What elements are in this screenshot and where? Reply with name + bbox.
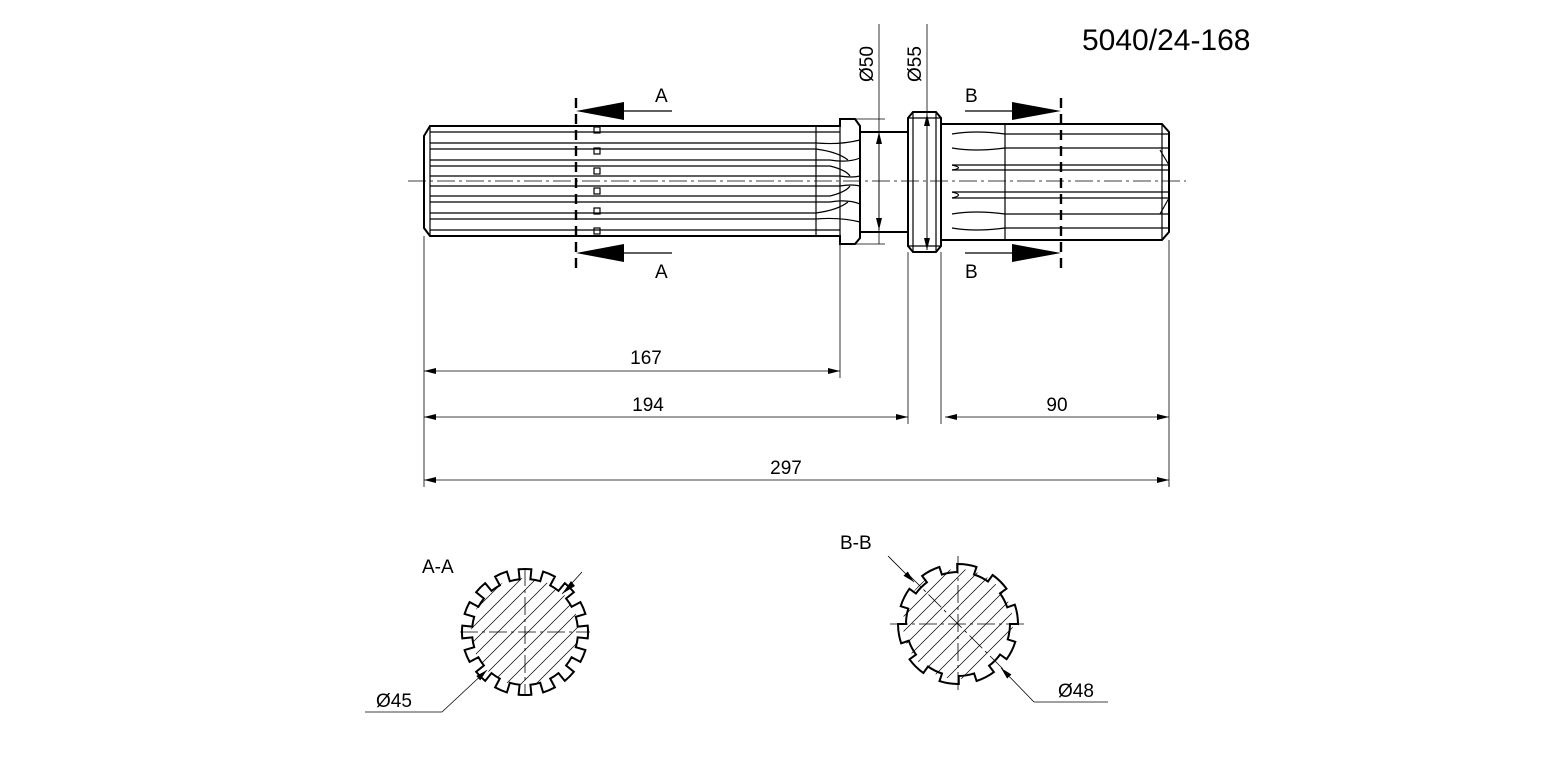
diameter-label-55: Ø55 [905, 46, 926, 82]
diameter-symbol: Ø [376, 691, 391, 712]
diameter-value-48: 48 [1073, 681, 1094, 702]
section-label-a-top: A [655, 86, 668, 107]
diameter-symbol: Ø [857, 67, 878, 82]
diameter-value-45: 45 [391, 691, 412, 712]
diameter-symbol: Ø [1058, 681, 1073, 702]
dimension-90: 90 [1046, 395, 1067, 416]
section-view-b-b: B-B Ø48 [840, 533, 1108, 703]
section-label-b-bottom: B [965, 262, 978, 283]
diameter-value-55: 55 [905, 46, 926, 67]
dimension-194: 194 [632, 395, 664, 416]
diameter-label-50: Ø50 [857, 46, 878, 82]
section-arrows-b [965, 102, 1061, 262]
diameter-label-45: Ø45 [376, 691, 412, 712]
diameter-symbol: Ø [905, 67, 926, 82]
shaft-side-view: A A B B Ø50 Ø55 [408, 24, 1186, 487]
section-view-a-a: A-A Ø45 [365, 557, 590, 713]
section-title-a-a: A-A [422, 557, 454, 578]
drawing-number: 5040/24-168 [1082, 24, 1251, 57]
section-title-b-b: B-B [840, 533, 872, 554]
spline-profile-b [896, 562, 1020, 686]
dimension-297: 297 [770, 458, 802, 479]
diameter-dimension-50 [855, 24, 885, 245]
section-arrows-a [576, 102, 672, 262]
diameter-value-50: 50 [857, 46, 878, 67]
dimension-167: 167 [630, 348, 662, 369]
section-label-a-bottom: A [655, 262, 668, 283]
diameter-label-48: Ø48 [1058, 681, 1094, 702]
spline-profile-a [460, 567, 590, 697]
section-label-b-top: B [965, 86, 978, 107]
